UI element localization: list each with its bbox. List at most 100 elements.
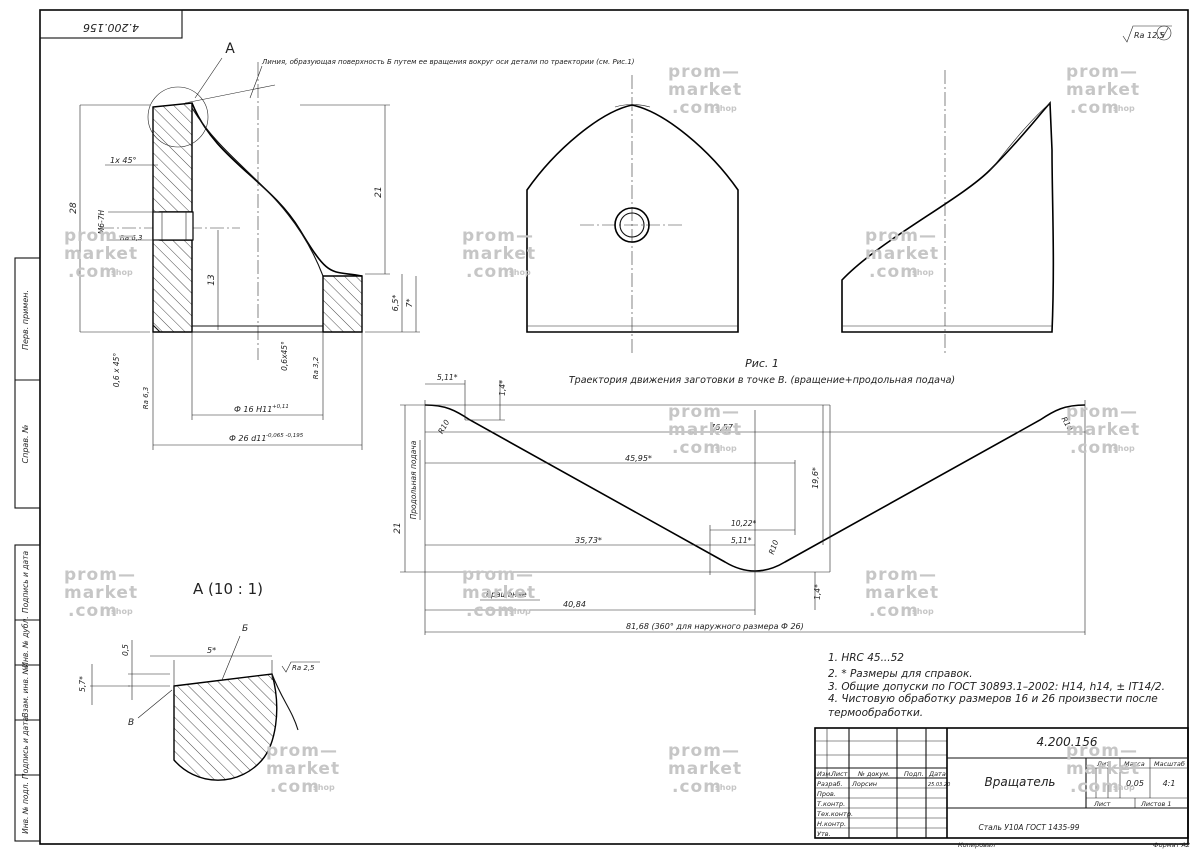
front-view (526, 75, 739, 355)
svg-text:Лист: Лист (830, 770, 848, 778)
svg-text:Ra 6,3: Ra 6,3 (120, 234, 143, 242)
svg-text:5*: 5* (207, 646, 216, 655)
svg-text:R10: R10 (436, 418, 451, 435)
svg-text:.com: .com (869, 262, 919, 282)
svg-text:Копировал: Копировал (958, 841, 995, 849)
left-strip: Перв. примен. Справ. № Подпись и дата Ин… (14, 257, 41, 842)
svg-text:В: В (128, 718, 134, 728)
svg-text:Ф 26 d11: Ф 26 d11 (229, 434, 266, 443)
svg-text:Продольная подача: Продольная подача (409, 440, 418, 519)
svg-text:Ra 3,2: Ra 3,2 (312, 356, 320, 379)
svg-text:Масштаб: Масштаб (1154, 760, 1185, 768)
svg-text:prom—: prom— (865, 565, 937, 585)
svg-text:Т.контр.: Т.контр. (817, 800, 845, 808)
svg-text:shop: shop (111, 607, 133, 616)
svg-text:4:1: 4:1 (1163, 779, 1176, 788)
svg-text:market: market (462, 244, 536, 264)
svg-text:Лит.: Лит. (1096, 760, 1112, 768)
svg-text:shop: shop (509, 607, 531, 616)
svg-text:market: market (668, 420, 742, 440)
strip-vzam-inv: Взам. инв. № (21, 666, 30, 717)
title-block-material: Сталь У10А ГОСТ 1435-99 (978, 823, 1079, 832)
figure-caption: Рис. 1 (745, 357, 779, 370)
detail-view-a: А (10 : 1) 5* 0,5 5,7* Б В Ra 2,5 (78, 580, 320, 781)
svg-text:Утв.: Утв. (817, 830, 831, 838)
svg-text:+0,11: +0,11 (272, 404, 289, 410)
svg-text:25.03.20: 25.03.20 (928, 782, 950, 788)
svg-text:1,4*: 1,4* (813, 584, 822, 600)
svg-text:5,7*: 5,7* (78, 676, 87, 692)
side-view (841, 70, 1055, 355)
svg-text:shop: shop (912, 268, 934, 277)
svg-text:prom—: prom— (1066, 62, 1138, 82)
strip-podpis-2: Подпись и дата (21, 717, 30, 780)
svg-text:1х 45°: 1х 45° (110, 156, 137, 165)
svg-text:prom—: prom— (1066, 402, 1138, 422)
svg-text:prom—: prom— (1066, 741, 1138, 761)
svg-text:.com: .com (466, 262, 516, 282)
rotated-drawing-number: 4.200.156 (83, 21, 139, 34)
svg-text:21: 21 (374, 186, 384, 197)
svg-text:Изм.: Изм. (817, 770, 832, 778)
svg-text:shop: shop (715, 104, 737, 113)
svg-text:shop: shop (1113, 444, 1135, 453)
svg-text:market: market (64, 244, 138, 264)
svg-text:shop: shop (1113, 783, 1135, 792)
title-block: 4.200.156 Вращатель Сталь У10А ГОСТ 1435… (814, 727, 1190, 849)
svg-text:0,05: 0,05 (1126, 779, 1144, 788)
svg-text:shop: shop (912, 607, 934, 616)
svg-text:.com: .com (1070, 98, 1120, 118)
svg-text:7*: 7* (405, 298, 414, 307)
svg-text:market: market (865, 583, 939, 603)
svg-text:market: market (462, 583, 536, 603)
svg-text:Ф 16 Н11: Ф 16 Н11 (234, 405, 272, 414)
svg-text:45,95*: 45,95* (625, 454, 652, 463)
svg-text:prom—: prom— (64, 226, 136, 246)
note-2: 2. * Размеры для справок. (828, 668, 973, 680)
svg-text:shop: shop (313, 783, 335, 792)
svg-text:10,22*: 10,22* (731, 519, 756, 528)
svg-text:1,4*: 1,4* (498, 380, 507, 396)
svg-text:0,5: 0,5 (121, 644, 130, 656)
note-1: 1. HRC 45...52 (828, 652, 904, 664)
svg-text:market: market (64, 583, 138, 603)
strip-sprav: Справ. № (21, 425, 30, 464)
svg-text:market: market (1066, 759, 1140, 779)
svg-text:28: 28 (69, 202, 79, 214)
svg-text:market: market (1066, 420, 1140, 440)
svg-text:prom—: prom— (668, 402, 740, 422)
svg-text:5,11*: 5,11* (437, 373, 458, 382)
detail-title: А (10 : 1) (193, 580, 263, 598)
svg-text:Подп.: Подп. (904, 770, 924, 778)
svg-text:А: А (225, 41, 235, 57)
svg-text:prom—: prom— (668, 741, 740, 761)
svg-text:Н.контр.: Н.контр. (817, 820, 846, 828)
svg-text:6,5*: 6,5* (391, 295, 400, 312)
svg-text:Ra 6,3: Ra 6,3 (142, 387, 150, 410)
leader-surface-note: Линия, образующая поверхность Б путем ее… (261, 58, 635, 66)
technical-notes: 1. HRC 45...52 2. * Размеры для справок.… (828, 652, 1165, 719)
svg-text:market: market (266, 759, 340, 779)
svg-text:Б: Б (242, 624, 248, 634)
svg-text:.com: .com (672, 438, 722, 458)
svg-text:Ra 2,5: Ra 2,5 (292, 664, 315, 672)
svg-text:Дата: Дата (928, 770, 946, 778)
svg-text:5,11*: 5,11* (731, 536, 752, 545)
svg-text:shop: shop (715, 444, 737, 453)
svg-text:Вращение: Вращение (486, 590, 527, 599)
svg-text:.com: .com (869, 601, 919, 621)
note-3: 3. Общие допуски по ГОСТ 30893.1–2002: Н… (828, 681, 1165, 693)
svg-text:0,6 х 45°: 0,6 х 45° (112, 353, 121, 388)
watermarks: prom—market.comshopprom—market.comshoppr… (64, 62, 1140, 797)
svg-text:Разраб.: Разраб. (817, 780, 843, 788)
strip-perv-primen: Перв. примен. (21, 290, 30, 350)
svg-text:-0,065 -0,195: -0,065 -0,195 (266, 433, 304, 439)
svg-text:Лорсин: Лорсин (851, 780, 877, 788)
